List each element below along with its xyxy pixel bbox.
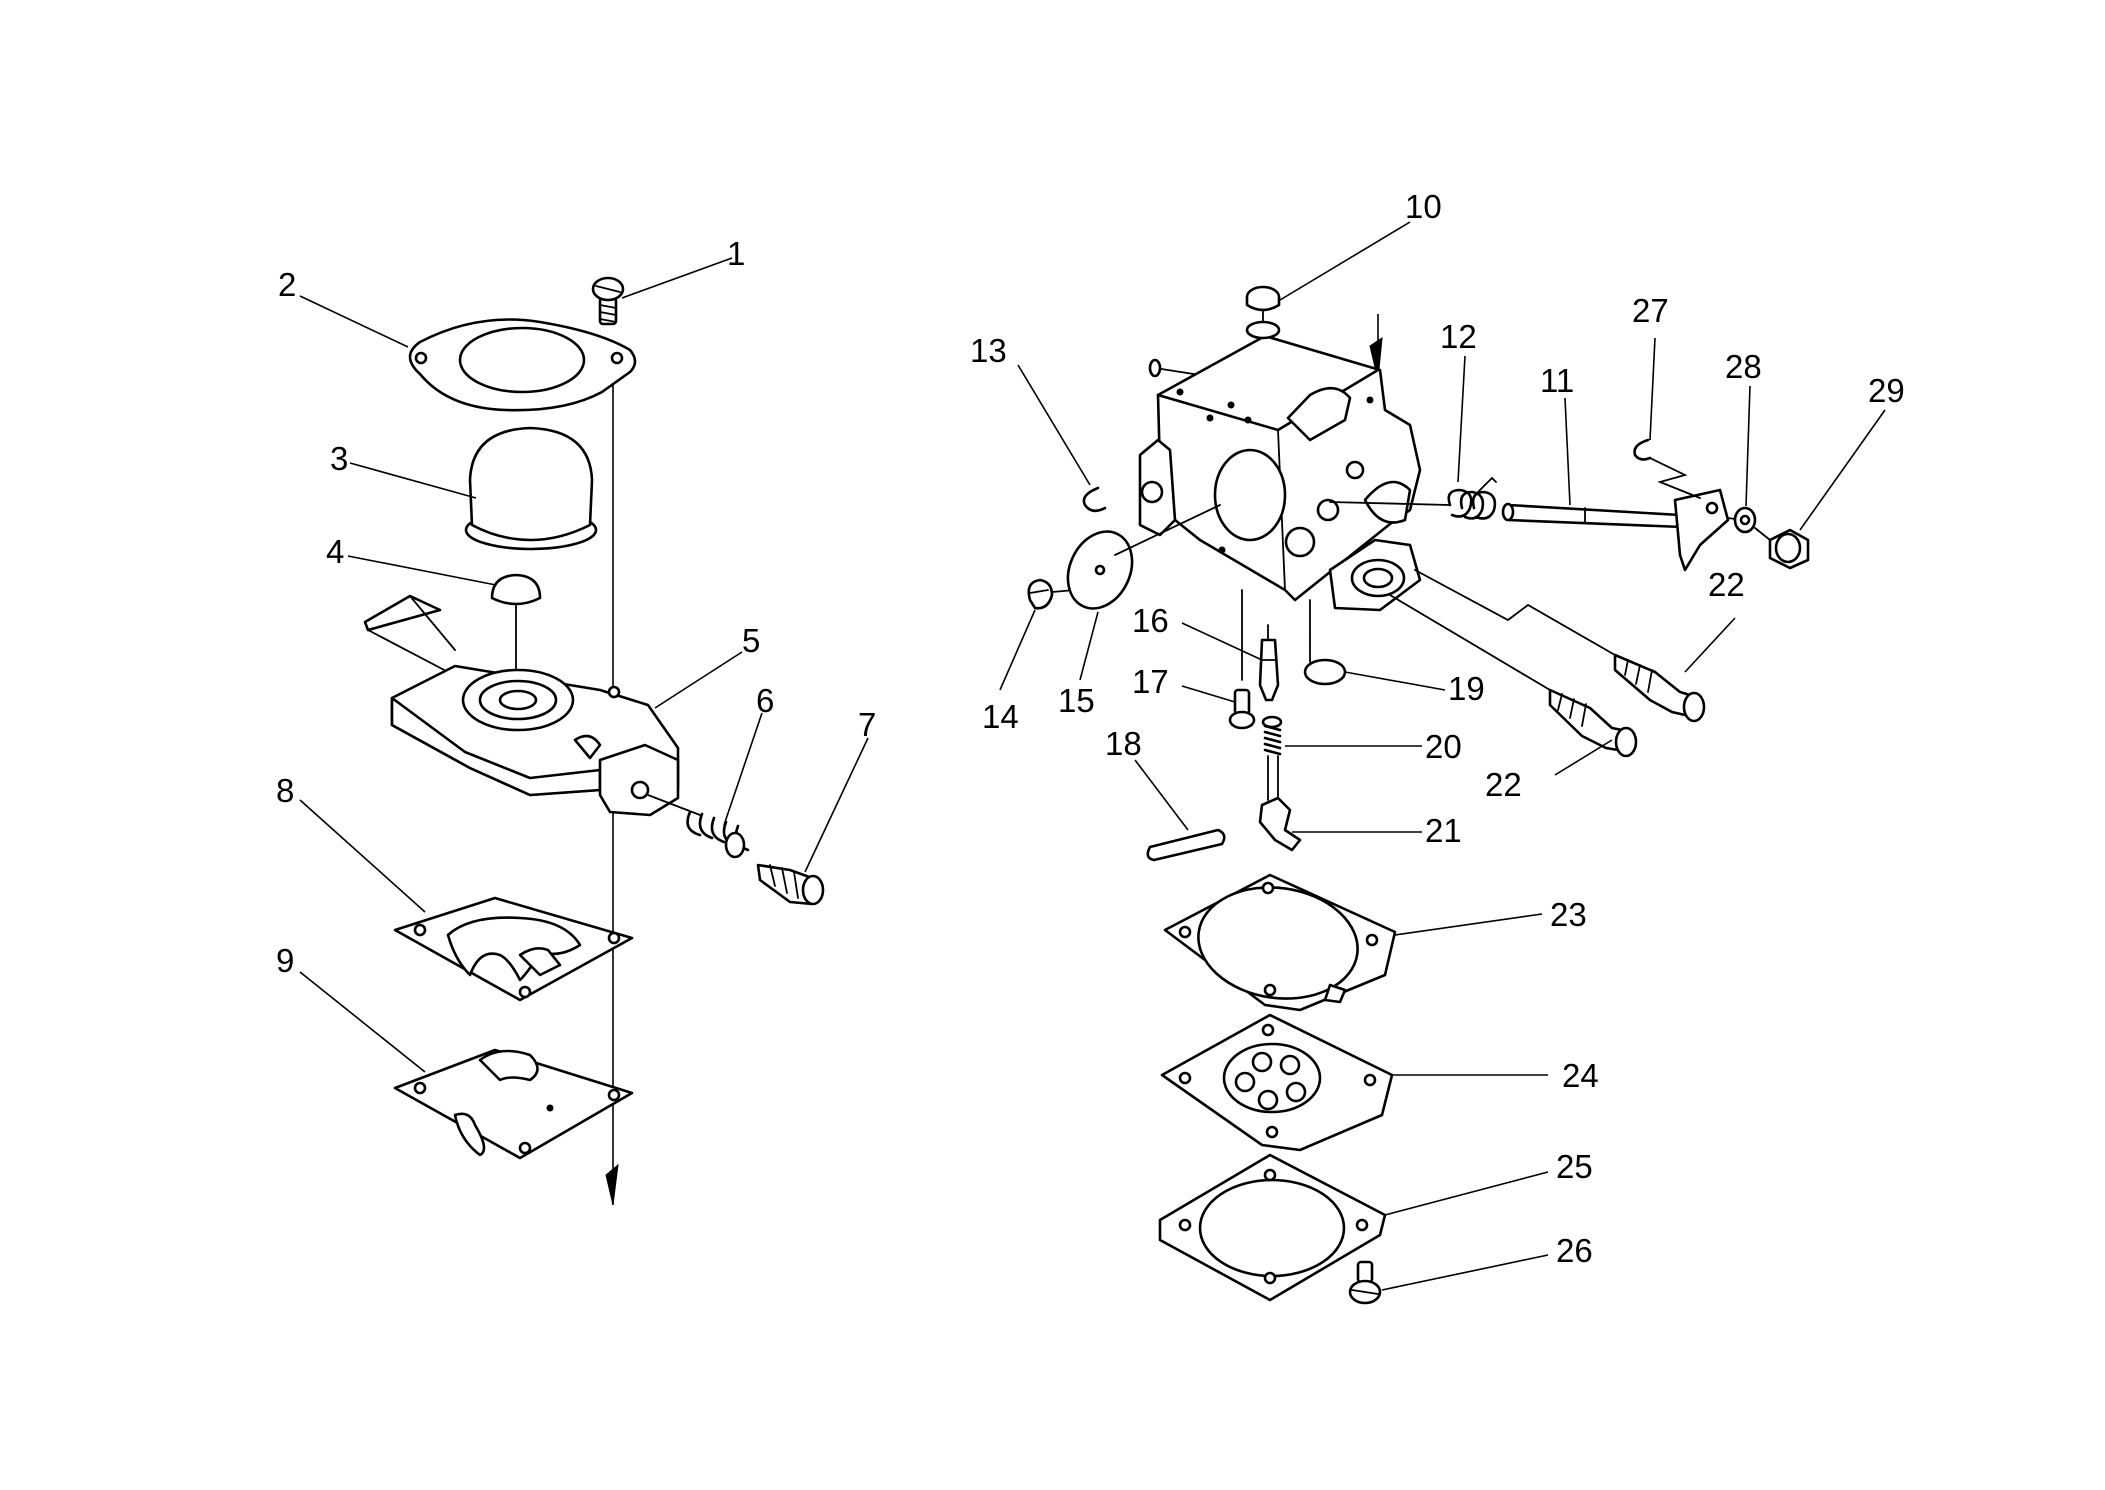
part-1-screw [591, 276, 625, 326]
callout-17: 17 [1132, 663, 1169, 700]
callout-labels: 1 2 3 4 5 6 7 8 9 10 11 12 13 14 15 16 1… [276, 188, 1905, 1269]
callout-9: 9 [276, 942, 294, 979]
callout-11: 11 [1540, 362, 1574, 399]
part-2-flange [408, 318, 637, 412]
part-11-throttle-shaft [1501, 488, 1730, 572]
callout-2: 2 [278, 266, 296, 303]
part-19-plug [1303, 639, 1347, 686]
callout-6: 6 [756, 682, 774, 719]
part-15-throttle-plate [1066, 504, 1221, 610]
callout-1: 1 [727, 235, 745, 272]
callout-3: 3 [330, 440, 348, 477]
callout-22b: 22 [1485, 766, 1522, 803]
callout-24: 24 [1562, 1057, 1599, 1094]
part-12-spring [1329, 476, 1497, 520]
part-28-washer [1727, 506, 1757, 534]
callout-23: 23 [1550, 896, 1587, 933]
callout-22a: 22 [1708, 566, 1745, 603]
callout-16: 16 [1132, 602, 1169, 639]
part-7-screw [756, 863, 825, 906]
part-18-pin [1146, 828, 1226, 862]
callout-27: 27 [1632, 292, 1669, 329]
part-17-screw [1228, 688, 1256, 730]
leader-lines [299, 221, 1886, 1291]
part-13-clip [1082, 486, 1107, 513]
right-assembly [1027, 285, 1810, 1305]
callout-8: 8 [276, 772, 294, 809]
part-20-spring [1261, 715, 1283, 801]
left-assembly [363, 276, 825, 1206]
callout-21: 21 [1425, 812, 1462, 849]
callout-7: 7 [858, 706, 876, 743]
part-27-clip [1633, 438, 1701, 499]
callout-26: 26 [1556, 1232, 1593, 1269]
callout-10: 10 [1405, 188, 1442, 225]
part-9-diaphragm [393, 1048, 634, 1160]
part-22-mixture-screw-lower [1389, 594, 1638, 758]
callout-12: 12 [1440, 318, 1477, 355]
callout-4: 4 [326, 533, 344, 570]
part-8-gasket [393, 896, 634, 1002]
part-23-gasket [1163, 873, 1397, 1012]
callout-15: 15 [1058, 682, 1095, 719]
part-22-mixture-screw-upper [1414, 569, 1706, 723]
part-26-screw [1348, 1260, 1382, 1305]
part-14-screw [1027, 578, 1101, 610]
callout-19: 19 [1448, 670, 1485, 707]
callout-25: 25 [1556, 1148, 1593, 1185]
carburetor-body [1138, 320, 1422, 681]
callout-14: 14 [982, 698, 1019, 735]
part-24-diaphragm [1160, 1013, 1394, 1152]
part-16-needle [1258, 624, 1280, 702]
callout-28: 28 [1725, 348, 1762, 385]
part-25-cover [1158, 1153, 1387, 1302]
callout-13: 13 [970, 332, 1007, 369]
part-3-primer-bulb [464, 426, 598, 551]
callout-20: 20 [1425, 728, 1462, 765]
callout-29: 29 [1868, 372, 1905, 409]
callout-5: 5 [742, 622, 760, 659]
part-21-lever [1258, 796, 1302, 852]
callout-18: 18 [1105, 725, 1142, 762]
part-29-nut [1754, 527, 1810, 570]
part-5-pump-housing [363, 594, 680, 817]
part-6-spring [647, 794, 750, 859]
